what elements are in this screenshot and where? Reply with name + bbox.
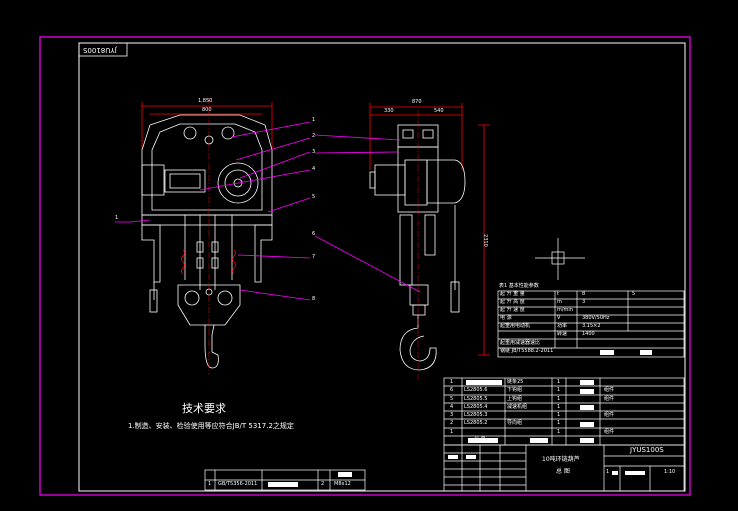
parts-cell: 1 — [450, 429, 454, 435]
parts-header-code: 代 号 — [474, 437, 486, 443]
code-stamp: JYU8100S — [83, 46, 117, 54]
parts-cell: 1 — [557, 379, 561, 385]
param-cell: 起 升 重 量 — [500, 291, 525, 297]
param-cell: 380V/50Hz — [582, 315, 610, 321]
side-view — [369, 103, 490, 380]
left-table-code: GB/T5356-2011 — [218, 481, 258, 487]
parts-cell: LS2805.6 — [464, 387, 488, 393]
parts-cell: 组件 — [604, 396, 615, 402]
callout-leaders — [115, 121, 421, 301]
parts-cell: LS2805.3 — [464, 412, 488, 418]
side-dim-right: 540 — [434, 108, 444, 114]
parts-cell: LS2805.5 — [464, 396, 488, 402]
parts-cell: LS2805.2 — [464, 420, 488, 426]
left-table-spec: M8x12 — [334, 481, 351, 487]
param-cell: 钢链 JB/T5588.2-2011 — [500, 348, 554, 354]
code-stamp-box — [78, 42, 128, 57]
parts-cell: 1 — [557, 387, 561, 393]
callout-5: 5 — [312, 194, 316, 200]
parts-cell: 5 — [450, 396, 454, 402]
param-cell: 起重用减速器速比 — [500, 340, 541, 346]
param-cell: 8 — [582, 291, 586, 297]
tech-requirements-note: 1.制造、安装、检验使用等应符合JB/T 5317.2之规定 — [128, 422, 294, 430]
title-sheet: 1 — [606, 469, 610, 475]
parts-cell: LS2805.4 — [464, 404, 488, 410]
parts-cell: 6 — [450, 387, 454, 393]
param-cell: m — [557, 299, 562, 305]
parts-cell: 导向组 — [507, 420, 523, 426]
callout-7: 7 — [312, 254, 316, 260]
title-scale: 1:10 — [664, 469, 676, 475]
parts-cell: 1 — [557, 420, 561, 426]
center-mark — [535, 238, 585, 280]
param-cell: t — [557, 291, 559, 297]
param-cell: 起 升 速 度 — [500, 307, 525, 313]
callout-1: 1 — [312, 117, 316, 123]
front-dim-inner: 800 — [202, 107, 212, 113]
param-cell: m/min — [557, 307, 573, 313]
side-dim-height: 2310 — [481, 234, 488, 247]
callout-left: 1 — [115, 215, 119, 221]
parts-cell: 1 — [450, 379, 454, 385]
parts-cell: 组件 — [604, 387, 615, 393]
parts-cell: 链条25 — [507, 379, 524, 385]
param-cell: 电 源 — [500, 315, 512, 321]
title-name-line2: 总 图 — [556, 468, 570, 475]
left-table-num: 1 — [208, 481, 212, 487]
param-cell: 3.15×2 — [582, 323, 601, 329]
param-cell: 3 — [582, 299, 586, 305]
parts-cell: 减速机组 — [507, 404, 528, 410]
tech-requirements-title: 技术要求 — [182, 402, 226, 415]
title-name-line1: 10吨环链葫芦 — [542, 456, 580, 463]
parts-cell: 2 — [450, 420, 454, 426]
parts-cell: 4 — [450, 404, 454, 410]
param-cell: 起重用电动机 — [500, 323, 531, 329]
title-block-grid — [443, 444, 685, 492]
title-drawing-no: JYUS100S — [630, 446, 664, 454]
callout-6: 6 — [312, 231, 316, 237]
parts-cell: 1 — [557, 404, 561, 410]
parts-cell: 1 — [557, 429, 561, 435]
parts-cell: 3 — [450, 412, 454, 418]
param-table-title: 表1 基本性能参数 — [499, 283, 539, 289]
parts-cell: 组件 — [604, 412, 615, 418]
front-dim-overall: 1,850 — [198, 98, 213, 104]
param-cell: 5 — [632, 291, 636, 297]
param-table-grid — [497, 290, 685, 358]
callout-8: 8 — [312, 296, 316, 302]
callout-3: 3 — [312, 149, 316, 155]
callout-4: 4 — [312, 166, 316, 172]
param-cell: 起 升 高 度 — [500, 299, 525, 305]
parts-cell: 下钩组 — [507, 387, 523, 393]
parts-list-grid — [443, 377, 685, 446]
filled-cells — [268, 350, 652, 487]
front-view — [141, 98, 273, 375]
param-cell: 功率 — [557, 323, 568, 329]
inner-frame — [78, 42, 686, 492]
param-cell: 1400 — [582, 331, 595, 337]
parts-cell: 1 — [557, 412, 561, 418]
outer-frame — [39, 36, 691, 496]
left-table-grid — [204, 469, 366, 491]
parts-cell: 上钩组 — [507, 396, 523, 402]
left-table-qty: 2 — [321, 481, 325, 487]
side-dim-overall: 870 — [412, 99, 422, 105]
callout-2: 2 — [312, 133, 316, 139]
param-cell: 转速 — [557, 331, 568, 337]
side-dim-left: 330 — [384, 108, 394, 114]
parts-cell: 组件 — [604, 429, 615, 435]
param-cell: V — [557, 315, 561, 321]
parts-cell: 1 — [557, 396, 561, 402]
